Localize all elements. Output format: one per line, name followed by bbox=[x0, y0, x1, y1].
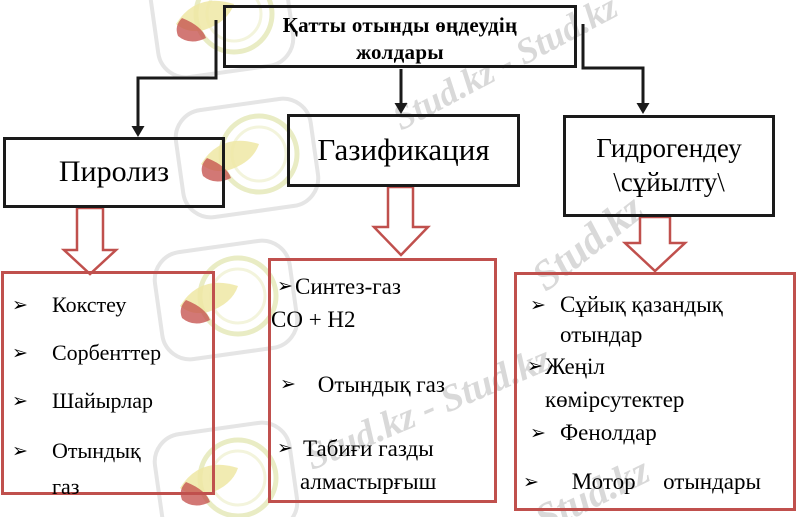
connector-left bbox=[131, 20, 218, 137]
arrow-bullet-icon: ➢ bbox=[12, 390, 28, 412]
list-item: ➢ Мотор отындары bbox=[517, 466, 793, 498]
list-item-text: СО + Н2 bbox=[271, 307, 356, 332]
list-item-text: Отындық bbox=[52, 438, 141, 463]
title-line: Қатты отынды өңдеудің bbox=[282, 13, 518, 37]
arrowhead-down-icon bbox=[394, 103, 408, 114]
list-item: ➢ Кокстеу bbox=[4, 287, 212, 323]
node-pyrolysis: Пиролиз bbox=[3, 137, 225, 208]
block-arrow-down-icon bbox=[371, 185, 431, 257]
list-item-text: газ bbox=[52, 474, 80, 499]
list-item-text: алмастырғыш bbox=[300, 469, 437, 494]
list-hydrogenation-products: ➢ Сұйық қазандық отындар ➢ Жеңіл көмірсу… bbox=[514, 272, 796, 511]
arrowhead-down-icon bbox=[131, 126, 145, 137]
arrow-bullet-icon: ➢ bbox=[12, 294, 28, 316]
arrow-bullet-icon: ➢ bbox=[523, 471, 539, 493]
list-pyrolysis-products: ➢ Кокстеу ➢ Сорбенттер ➢ Шайырлар ➢ Отын… bbox=[1, 271, 215, 499]
list-item: ➢ Отындық газ bbox=[4, 433, 212, 505]
node-label: Пиролиз bbox=[58, 155, 170, 188]
list-item-text: Сұйық қазандық bbox=[560, 292, 723, 317]
list-item-text: Фенолдар bbox=[560, 420, 657, 445]
list-item: ➢ Отындық газ bbox=[271, 368, 494, 401]
connector-center bbox=[394, 69, 408, 114]
list-item: ➢ Фенолдар bbox=[517, 417, 793, 449]
list-item: ➢ Шайырлар bbox=[4, 383, 212, 419]
node-gasification: Газификация bbox=[287, 114, 520, 187]
list-item-text: Сорбенттер bbox=[52, 340, 162, 365]
connector-right bbox=[581, 24, 650, 114]
title-node: Қатты отынды өңдеудің жолдары bbox=[223, 5, 577, 68]
list-item-text: отындар bbox=[560, 322, 643, 347]
arrow-bullet-icon: ➢ bbox=[280, 373, 296, 395]
node-hydrogenation: Гидрогендеу \сұйылту\ bbox=[563, 115, 775, 217]
list-gasification-products: ➢ Синтез-газ СО + Н2 ➢ Отындық газ ➢ Таб… bbox=[268, 258, 497, 503]
arrow-bullet-icon: ➢ bbox=[530, 294, 546, 316]
arrow-bullet-icon: ➢ bbox=[12, 342, 28, 364]
node-label: Гидрогендеу bbox=[596, 133, 742, 163]
title-line: жолдары bbox=[355, 40, 444, 64]
list-item: ➢ Синтез-газ СО + Н2 bbox=[271, 270, 494, 336]
list-item-text: Шайырлар bbox=[52, 388, 153, 413]
list-item: ➢ Сұйық қазандық отындар bbox=[517, 290, 793, 350]
block-arrow-down-icon bbox=[621, 215, 689, 273]
list-item: ➢ Табиғи газды алмастырғыш bbox=[271, 432, 494, 498]
arrow-bullet-icon: ➢ bbox=[277, 437, 293, 459]
node-label: \сұйылту\ bbox=[613, 167, 725, 197]
list-item-text: Мотор отындары bbox=[558, 469, 761, 494]
list-item-text: Отындық газ bbox=[312, 372, 445, 397]
arrow-bullet-icon: ➢ bbox=[527, 355, 543, 377]
arrow-bullet-icon: ➢ bbox=[12, 440, 28, 462]
arrow-bullet-icon: ➢ bbox=[277, 275, 293, 297]
list-item: ➢ Сорбенттер bbox=[4, 335, 212, 371]
arrowhead-down-icon bbox=[636, 103, 650, 114]
block-arrow-down-icon bbox=[60, 206, 120, 276]
list-item-text: көмірсутектер bbox=[545, 387, 685, 412]
arrow-bullet-icon: ➢ bbox=[530, 422, 546, 444]
list-item-text: Синтез-газ bbox=[295, 274, 401, 299]
list-item-text: Табиғи газды bbox=[303, 436, 434, 461]
list-item-text: Жеңіл bbox=[545, 354, 605, 379]
list-item-text: Кокстеу bbox=[52, 292, 127, 317]
list-item: ➢ Жеңіл көмірсутектер bbox=[517, 350, 793, 416]
node-label: Газификация bbox=[317, 132, 490, 167]
